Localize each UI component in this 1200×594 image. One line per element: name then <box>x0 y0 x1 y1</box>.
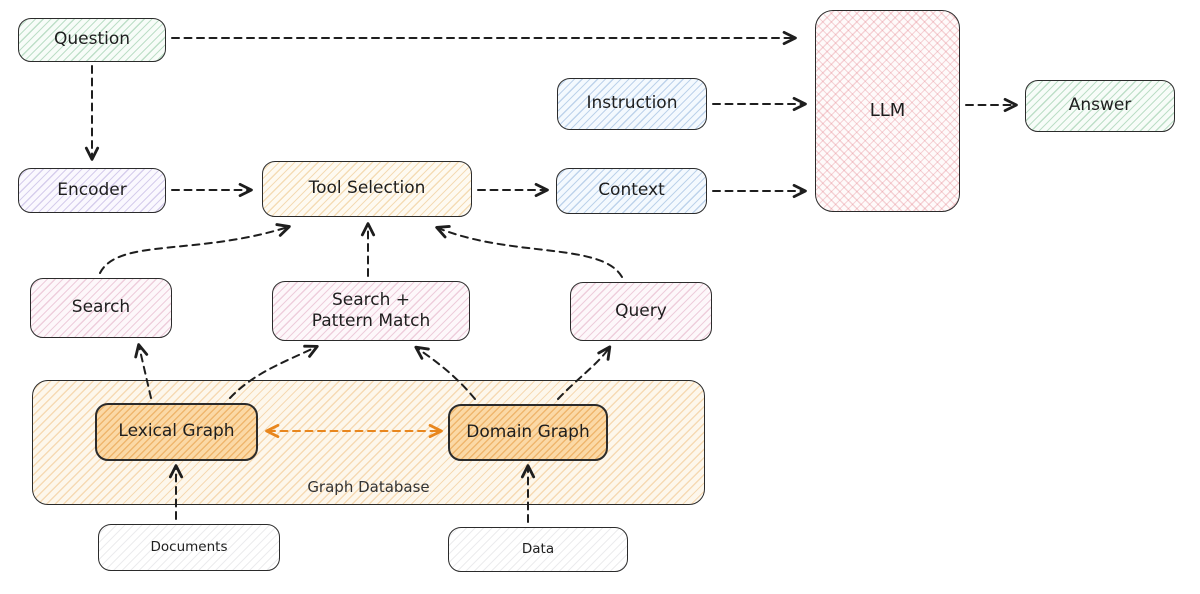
node-llm: LLM <box>815 10 960 212</box>
node-search-pattern-match-line2: Pattern Match <box>311 311 431 331</box>
node-data-label: Data <box>521 541 555 558</box>
node-context: Context <box>556 168 707 214</box>
node-search-pattern-match: Search + Pattern Match <box>272 281 470 341</box>
node-graph-database-label: Graph Database <box>307 478 430 497</box>
node-encoder: Encoder <box>18 168 166 213</box>
edge-query-tool-selection <box>435 225 623 278</box>
node-answer: Answer <box>1025 80 1175 132</box>
node-documents-label: Documents <box>150 539 228 556</box>
node-search-pattern-match-label: Search + Pattern Match <box>312 290 430 333</box>
node-search: Search <box>30 278 172 338</box>
node-tool-selection: Tool Selection <box>262 161 472 217</box>
node-query: Query <box>570 282 712 341</box>
node-question: Question <box>18 18 166 62</box>
node-documents: Documents <box>98 524 280 571</box>
node-search-pattern-match-line1: Search + <box>331 289 411 310</box>
node-lexical-graph-label: Lexical Graph <box>118 421 235 442</box>
node-context-label: Context <box>598 180 665 201</box>
edge-search-tool-selection <box>99 223 291 274</box>
node-tool-selection-label: Tool Selection <box>308 178 426 199</box>
node-instruction: Instruction <box>557 78 707 130</box>
node-data: Data <box>448 527 628 572</box>
node-lexical-graph: Lexical Graph <box>95 403 258 461</box>
node-instruction-label: Instruction <box>586 93 678 114</box>
node-llm-label: LLM <box>869 99 906 121</box>
node-search-label: Search <box>71 297 131 318</box>
node-question-label: Question <box>53 29 131 50</box>
node-domain-graph-label: Domain Graph <box>466 421 590 442</box>
node-query-label: Query <box>615 300 667 321</box>
node-answer-label: Answer <box>1068 95 1132 116</box>
node-encoder-label: Encoder <box>57 179 127 200</box>
node-domain-graph: Domain Graph <box>448 404 608 461</box>
